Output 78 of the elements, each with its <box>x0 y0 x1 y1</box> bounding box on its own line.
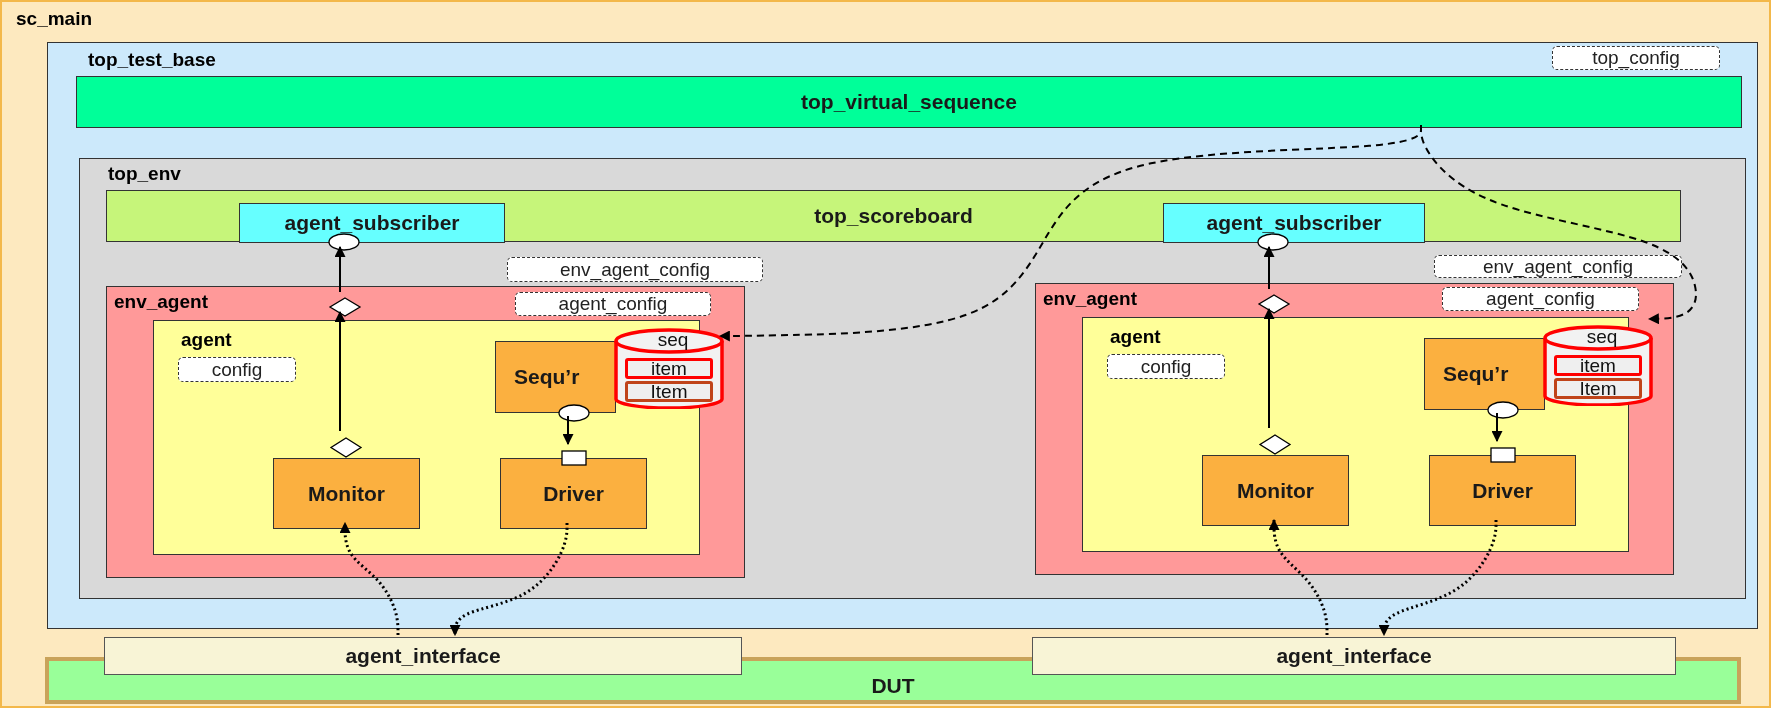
container-label: agent <box>1110 326 1161 348</box>
arrow <box>1268 518 1329 635</box>
box-label: agent_interface <box>1276 644 1432 668</box>
container-label: agent <box>181 329 232 351</box>
env-agent-panel <box>106 286 745 578</box>
arrow <box>1263 307 1275 429</box>
box-label: Driver <box>543 481 604 506</box>
box-label: Monitor <box>1237 478 1314 503</box>
config-box <box>1107 354 1225 379</box>
container-label: top_test_base <box>88 49 216 71</box>
port-diamond <box>1258 294 1290 314</box>
container-label: sc_main <box>16 8 93 30</box>
box-label: Driver <box>1472 478 1533 503</box>
box-label: agent_interface <box>345 644 501 668</box>
port-square <box>1490 447 1516 463</box>
config-label: config <box>211 358 263 381</box>
item-tag: item <box>625 358 713 379</box>
agent-panel <box>1082 317 1629 552</box>
port-ellipse <box>1257 233 1289 251</box>
arrow <box>334 310 346 432</box>
sequence-cylinder <box>1542 324 1654 406</box>
container-label: env_agent <box>1043 288 1137 310</box>
config-box <box>178 357 296 382</box>
arrow <box>1491 412 1503 443</box>
env-agent-panel <box>1035 283 1674 575</box>
box-label: Sequ’r <box>514 365 580 389</box>
subscriber-box <box>1163 203 1425 243</box>
box-label: Sequ’r <box>1443 362 1509 386</box>
config-box <box>507 257 763 282</box>
box-label: agent_subscriber <box>284 211 460 235</box>
arrow <box>562 415 574 446</box>
box-label: top_scoreboard <box>814 204 973 228</box>
config-label: top_config <box>1592 47 1680 69</box>
item-tag: item <box>1554 355 1642 376</box>
port-ellipse <box>558 404 590 422</box>
config-label: config <box>1140 355 1192 378</box>
sequence-bar <box>76 76 1742 128</box>
port-diamond <box>329 297 361 317</box>
container-label: env_agent <box>114 291 208 313</box>
arrow <box>1378 520 1498 637</box>
config-label: agent_config <box>1486 288 1595 310</box>
interface-bar <box>104 637 742 675</box>
config-box <box>1442 287 1639 311</box>
box-label: Monitor <box>308 481 385 506</box>
subscriber-box <box>239 203 505 243</box>
container-label: top_env <box>108 163 181 185</box>
test-panel <box>47 42 1758 629</box>
item-tag: Item <box>1554 378 1642 399</box>
monitor-box <box>273 458 420 529</box>
sequencer-box <box>1424 338 1545 410</box>
arrow <box>449 523 569 637</box>
arrow <box>339 521 400 635</box>
config-box <box>1552 46 1720 70</box>
config-box <box>515 292 711 316</box>
port-ellipse <box>328 233 360 251</box>
arrow <box>1263 245 1275 290</box>
driver-box <box>500 458 647 529</box>
config-label: env_agent_config <box>1483 255 1633 278</box>
box-label: top_virtual_sequence <box>801 90 1017 114</box>
cylinder-label: seq <box>656 330 690 351</box>
config-label: agent_config <box>558 293 668 315</box>
arrow <box>334 245 346 293</box>
sequencer-box <box>495 341 616 413</box>
box-label: DUT <box>871 674 915 698</box>
port-ellipse <box>1487 401 1519 419</box>
box-label: agent_subscriber <box>1206 211 1382 235</box>
scoreboard-bar <box>106 190 1681 242</box>
env-panel <box>79 158 1746 599</box>
driver-box <box>1429 455 1576 526</box>
port-square <box>561 450 587 466</box>
monitor-box <box>1202 455 1349 526</box>
interface-bar <box>1032 637 1676 675</box>
config-box <box>1434 255 1682 278</box>
config-label: env_agent_config <box>560 258 710 281</box>
sequence-cylinder <box>613 327 725 409</box>
cylinder-label: seq <box>1585 327 1619 348</box>
item-tag: Item <box>625 381 713 402</box>
agent-panel <box>153 320 700 555</box>
